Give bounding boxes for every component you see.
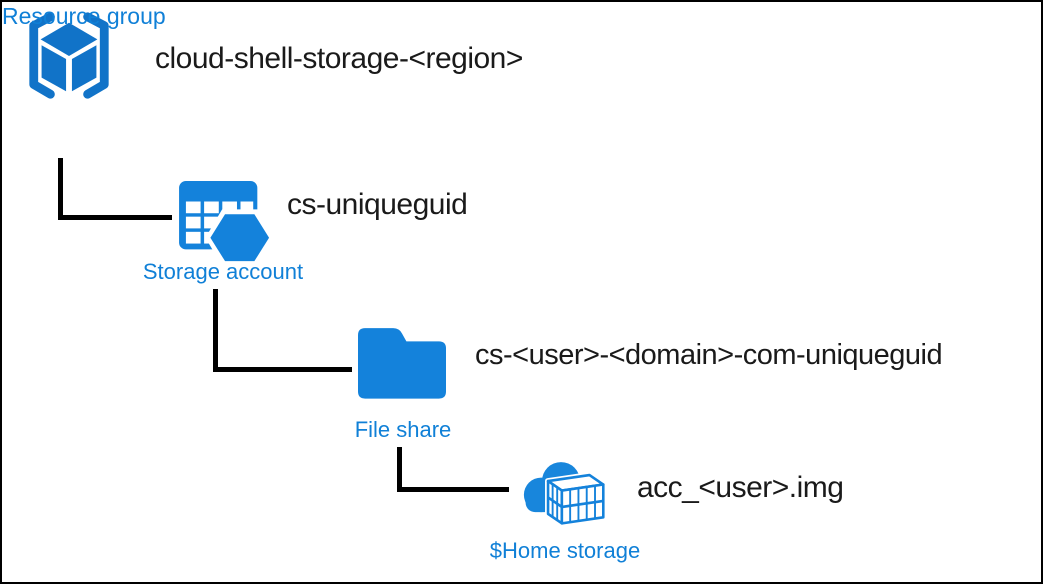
file-share-icon (358, 326, 446, 399)
storage-account-label: Storage account (142, 259, 304, 284)
connector-resource-group-to-storage-account (58, 158, 172, 220)
home-storage-icon (510, 450, 612, 532)
resource-group-label: Resource group (2, 3, 166, 29)
file-share-label: File share (354, 417, 452, 442)
connector-file-share-to-home-storage (397, 447, 509, 492)
home-storage-label: $Home storage (489, 538, 641, 563)
storage-account-name: cs-uniqueguid (287, 188, 468, 221)
home-storage-name: acc_<user>.img (637, 471, 844, 504)
resource-group-name: cloud-shell-storage-<region> (155, 42, 523, 75)
resource-group-icon (16, 10, 122, 104)
file-share-name: cs-<user>-<domain>-com-uniqueguid (475, 339, 943, 371)
connector-storage-account-to-file-share (213, 289, 352, 372)
storage-account-icon (177, 179, 277, 269)
